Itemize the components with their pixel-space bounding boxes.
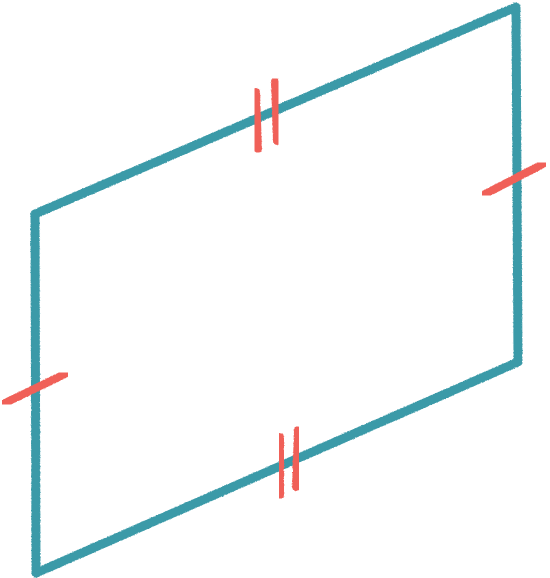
- left-side-tick-mark: [1, 370, 69, 407]
- left-tick: [1, 370, 69, 407]
- right-side-tick-mark: [481, 160, 547, 198]
- bottom-side-tick-marks: [276, 426, 302, 499]
- top-tick-1: [252, 88, 262, 153]
- bottom-tick-2: [292, 426, 302, 491]
- top-tick-2: [271, 78, 281, 145]
- right-tick: [481, 160, 547, 198]
- parallelogram-outline: [30, 2, 523, 578]
- top-side-tick-marks: [252, 78, 281, 153]
